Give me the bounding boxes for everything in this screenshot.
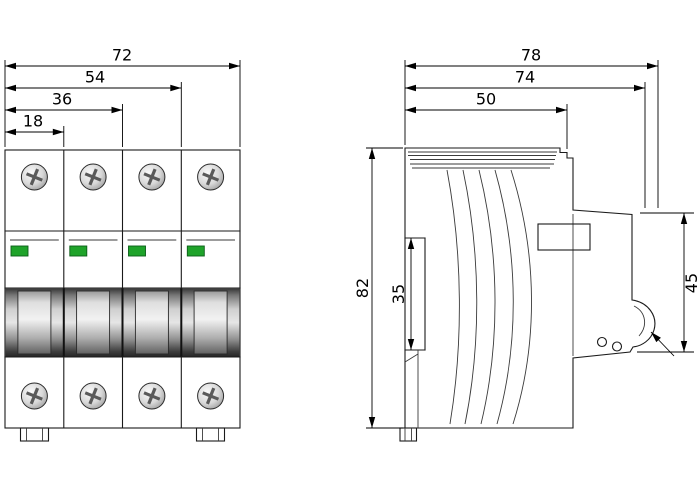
breaker-body-side xyxy=(404,147,656,429)
dim-label-depth-front: 74 xyxy=(515,68,535,87)
dim-side-front-face: 45 xyxy=(680,213,700,352)
dim-label-one-module: 18 xyxy=(23,112,43,131)
dim-front-two-modules: 36 xyxy=(5,90,123,114)
terminal-screws-bottom xyxy=(20,382,225,410)
status-indicator-green xyxy=(10,245,29,257)
case-seam-curve xyxy=(478,169,496,425)
mounting-clip-left xyxy=(19,427,50,442)
status-indicator-green xyxy=(186,245,205,257)
toggle-handle[interactable] xyxy=(76,290,111,355)
toggle-handle[interactable] xyxy=(193,290,228,355)
side-view xyxy=(399,147,675,442)
status-indicator-green xyxy=(69,245,88,257)
dim-side-height-total: 82 xyxy=(353,148,376,428)
dim-front-one-module: 18 xyxy=(5,112,64,136)
dim-label-depth-body: 50 xyxy=(476,90,496,109)
case-seam-curve xyxy=(446,169,460,425)
dim-label-total-width: 72 xyxy=(112,46,132,65)
case-seam-curve xyxy=(510,169,532,425)
hook-inner-arc xyxy=(633,305,645,337)
din-clip-tab[interactable] xyxy=(399,427,418,442)
toggle-handle[interactable] xyxy=(17,290,52,355)
toggle-handle[interactable] xyxy=(134,290,169,355)
case-seam-curve xyxy=(494,169,514,425)
mounting-clip-right xyxy=(195,427,226,442)
rivet-icon xyxy=(596,336,608,348)
dim-side-rail-channel: 35 xyxy=(389,238,415,350)
dim-label-rail-channel: 35 xyxy=(389,284,408,304)
case-seam-curve xyxy=(462,169,478,425)
dim-front-total-width: 72 xyxy=(5,46,240,70)
dim-side-depth-front: 74 xyxy=(405,68,645,92)
label-window xyxy=(537,223,591,251)
front-view xyxy=(4,149,241,442)
dim-label-two-modules: 36 xyxy=(52,90,72,109)
front-dimensions: 72 54 36 18 xyxy=(4,46,241,147)
status-indicator-green xyxy=(128,245,146,257)
dim-label-front-face: 45 xyxy=(682,273,700,293)
dim-label-three-modules: 54 xyxy=(85,68,105,87)
dim-front-three-modules: 54 xyxy=(5,68,182,92)
dim-side-depth-body: 50 xyxy=(405,90,567,114)
rivet-icon xyxy=(611,341,623,352)
din-rail-channel xyxy=(404,237,426,428)
terminal-screws-top xyxy=(20,163,225,191)
side-dimensions: 78 74 50 82 35 45 xyxy=(353,46,700,429)
dim-label-height-total: 82 xyxy=(353,278,372,298)
dim-label-depth-total: 78 xyxy=(521,46,541,65)
dim-side-depth-total: 78 xyxy=(405,46,658,70)
